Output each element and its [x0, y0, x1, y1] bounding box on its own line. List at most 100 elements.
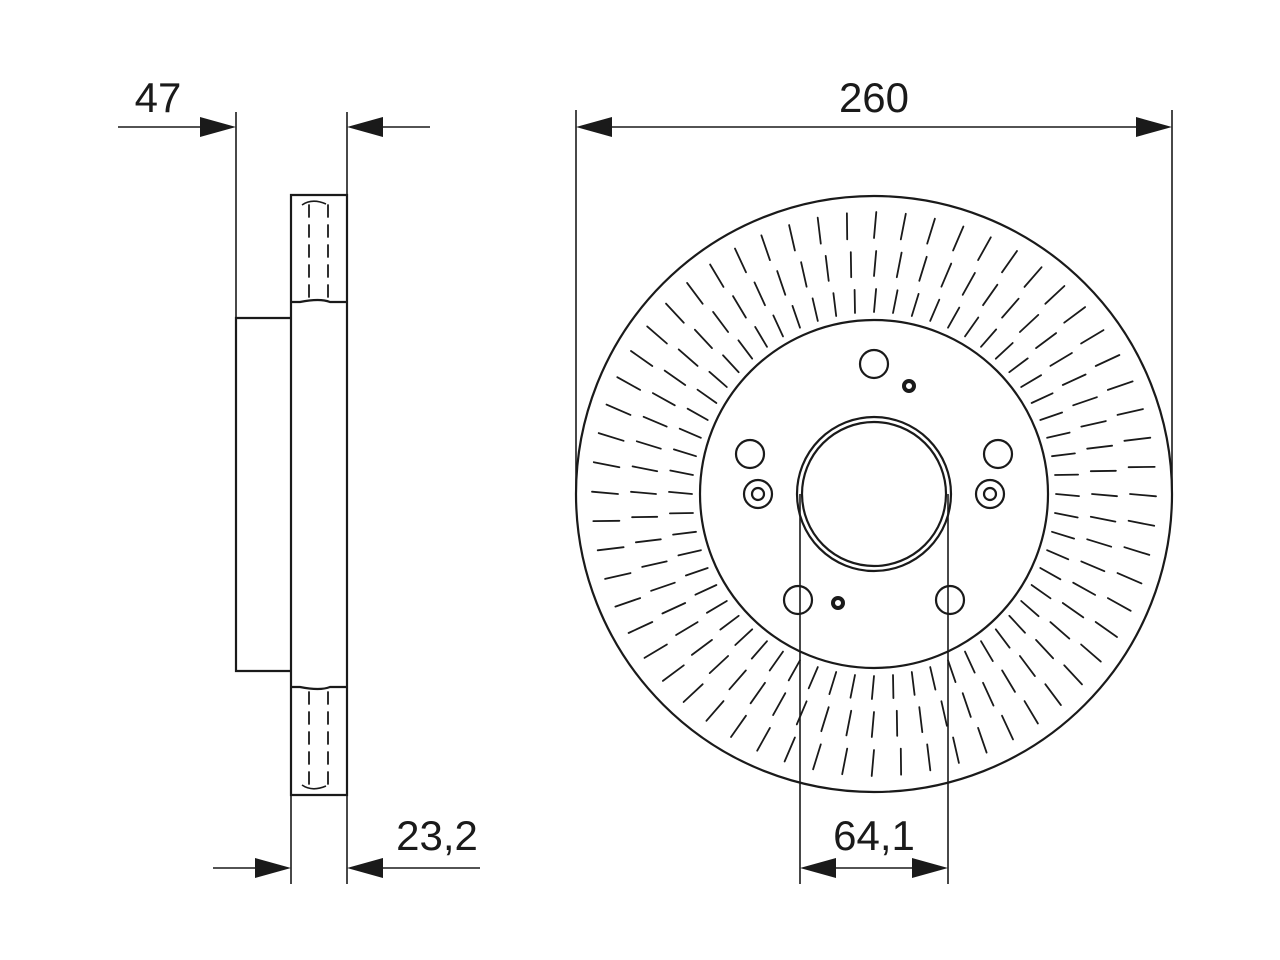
vent-rib-dash — [686, 407, 709, 421]
vent-rib-dash — [1080, 643, 1102, 663]
vent-rib-dash — [768, 650, 784, 672]
vent-rib-dash — [892, 289, 899, 314]
vent-rib-dash — [1123, 436, 1152, 442]
vent-rib-dash — [1039, 567, 1062, 581]
dimension-overall-width: 47 — [118, 74, 430, 318]
vent-rib-dash — [1080, 420, 1107, 428]
dimension-label-47: 47 — [135, 74, 182, 121]
vent-rib-dash — [824, 254, 830, 282]
vent-bottom-boundary — [291, 685, 347, 691]
vent-rib-dash — [807, 666, 819, 690]
bolt-hole — [982, 438, 1014, 470]
vent-rib-dash — [1035, 639, 1054, 660]
vent-rib-dash — [940, 700, 948, 727]
vent-rib-dash — [1046, 549, 1070, 561]
vent-rib-dash — [669, 469, 694, 476]
vent-rib-dash — [1049, 352, 1073, 367]
vent-rib-dash — [750, 640, 768, 660]
vent-rib-dash — [728, 669, 747, 691]
vent-rib-dash — [795, 700, 808, 726]
vent-rib-dash — [910, 292, 920, 317]
vent-rib-dash — [776, 270, 787, 296]
vent-rib-dash — [788, 224, 796, 252]
vent-rib-dash — [929, 666, 937, 691]
vent-rib-dash — [977, 727, 988, 754]
vent-rib-dash — [616, 376, 641, 391]
vent-rib-dash — [982, 283, 999, 307]
vent-rib-dash — [1019, 655, 1036, 677]
vent-rib-dash — [964, 650, 976, 674]
center-bore-inner — [800, 420, 948, 568]
vent-rib-dash — [845, 709, 853, 737]
vent-rib-dash — [652, 392, 676, 407]
dimension-disc-thickness: 23,2 — [213, 795, 480, 884]
vent-rib-dash — [661, 602, 687, 615]
vent-rib-dash — [662, 664, 685, 682]
vent-rib-dash — [678, 427, 702, 439]
vent-rib-dash — [730, 714, 747, 738]
vent-rib-dash — [828, 671, 838, 695]
vent-rib-dash — [673, 448, 697, 458]
vent-rib-dash — [1063, 664, 1083, 686]
bolt-hole — [734, 438, 766, 470]
vent-rib-dash — [787, 659, 801, 682]
vent-rib-dash — [1035, 332, 1057, 350]
vent-rib-dash — [749, 681, 766, 705]
vent-rib-dash — [961, 692, 972, 718]
vent-rib-dash — [977, 236, 992, 262]
vent-rib-dash — [820, 706, 830, 733]
vent-rib-dash — [873, 288, 877, 313]
vent-rib-dash — [1030, 392, 1054, 404]
vent-rib-dash — [706, 600, 728, 614]
vent-rib-dash — [712, 310, 729, 333]
vent-rib-dash — [635, 538, 662, 544]
vent-rib-dash — [631, 465, 659, 473]
hub-profile — [234, 316, 291, 673]
vent-rib-dash — [964, 316, 980, 338]
vent-rib-dash — [1123, 546, 1151, 556]
vent-rib-dash — [1063, 306, 1086, 324]
vent-rib-dash — [1023, 700, 1039, 725]
vent-rib-dash — [1039, 411, 1063, 421]
dimension-label-23-2: 23,2 — [396, 812, 478, 859]
vent-rib-dash — [832, 292, 838, 317]
center-bore-outer — [795, 415, 953, 573]
vent-rib-dash — [812, 743, 822, 771]
vent-rib-dash — [732, 295, 747, 319]
vent-rib-dash — [1044, 683, 1062, 706]
vent-rib-dash — [1086, 538, 1113, 548]
vent-rib-dash — [1046, 431, 1071, 439]
vent-rib-dash — [811, 297, 819, 322]
vent-rib-dash — [1116, 408, 1144, 416]
vent-rib-dash — [1107, 380, 1134, 391]
vent-rib-dash — [1001, 250, 1018, 274]
vent-rib-dash — [982, 681, 995, 707]
vent-rib-dash — [1020, 374, 1042, 388]
side-view: 47 23,2 — [118, 74, 480, 884]
threaded-holes — [742, 478, 1006, 510]
vent-rib-dash — [871, 675, 875, 700]
vent-rib-dash — [1061, 373, 1087, 386]
vent-rib-dash — [643, 643, 668, 659]
vent-rib-dash — [708, 655, 729, 674]
vent-rib-dash — [663, 369, 687, 386]
vent-rib-dash — [1107, 597, 1132, 612]
dimension-center-bore: 64,1 — [799, 494, 949, 884]
vent-rib-dash — [1072, 396, 1098, 407]
vent-rib-dash — [705, 700, 725, 722]
vent-rib-dash — [708, 370, 728, 388]
vent-rib-dash — [929, 298, 941, 322]
vent-rib-dash — [899, 212, 907, 241]
vent-rib-dash — [668, 490, 693, 495]
vent-rib-dash — [1001, 297, 1020, 319]
set-screw-holes — [831, 379, 916, 610]
vent-rib-dash — [753, 281, 766, 307]
vent-rib-dash — [994, 628, 1011, 649]
vent-rib-dash — [1091, 493, 1118, 498]
vent-rib-dash — [980, 328, 998, 348]
friction-ring-profile — [289, 193, 349, 797]
vent-rib-dash — [604, 572, 632, 580]
dimension-label-260: 260 — [839, 74, 909, 121]
vent-rib-dash — [686, 281, 704, 305]
vent-rib-dash — [800, 261, 808, 288]
